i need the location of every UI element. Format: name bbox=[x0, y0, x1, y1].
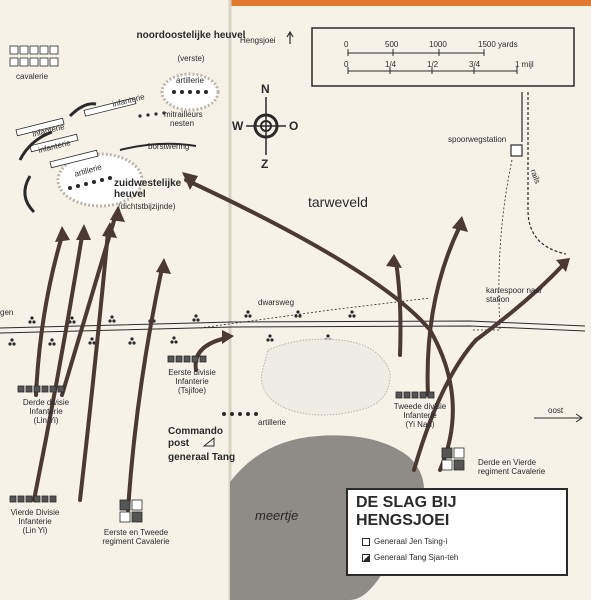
legend-box: DE SLAG BIJ HENGSJOEI Generaal Jen Tsing… bbox=[346, 488, 568, 576]
wood-area bbox=[261, 338, 391, 416]
tree-row bbox=[8, 310, 356, 346]
second-div-label-1: Tweede divisie bbox=[393, 402, 447, 411]
command-post-label-1: Commando bbox=[168, 426, 223, 437]
cavalry-label: cavalerie bbox=[16, 72, 49, 81]
cav34-label-1: Derde en Vierde bbox=[478, 458, 537, 467]
road-left-label: gen bbox=[0, 308, 14, 317]
legend-tang: Generaal Tang Sjan-teh bbox=[374, 553, 459, 562]
second-div-label-2: Infanterie bbox=[403, 411, 437, 420]
cart-track-line bbox=[472, 159, 513, 331]
wheatfield-label: tarweveld bbox=[308, 194, 368, 210]
scale-miles-0: 0 bbox=[344, 60, 349, 69]
legend-tang-swatch bbox=[362, 554, 370, 562]
breastwork-line bbox=[119, 142, 197, 151]
cavalry-squares bbox=[9, 45, 59, 67]
compass-rose-icon bbox=[246, 97, 286, 155]
first-div-label-3: (Tsjifoe) bbox=[177, 386, 206, 395]
ne-hill-label: noordoostelijke heuvel bbox=[136, 30, 246, 41]
fourth-div-label-3: (Lin Yi) bbox=[22, 526, 48, 535]
arrow-heads bbox=[55, 172, 570, 344]
crossroad-north-edge bbox=[0, 320, 586, 329]
legend-jen: Generaal Jen Tsing-i bbox=[374, 537, 448, 546]
infantry-bars bbox=[15, 97, 137, 169]
east-arrow-icon bbox=[534, 413, 583, 423]
fourth-div-label-1: Vierde Divisie bbox=[10, 508, 60, 517]
book-cover-edge bbox=[230, 0, 591, 6]
compass-south: Z bbox=[261, 157, 269, 171]
command-post-label-3: generaal Tang bbox=[168, 452, 236, 463]
compass-east: O bbox=[289, 119, 299, 133]
scale-miles-3: 3/4 bbox=[469, 60, 481, 69]
sw-hill-sub: (dichtstbijzijnde) bbox=[118, 202, 176, 211]
third-div-label-3: (Lin Yi) bbox=[33, 416, 59, 425]
legend-jen-swatch bbox=[362, 538, 370, 546]
compass-north: N bbox=[261, 82, 270, 96]
rail-track bbox=[527, 92, 567, 255]
cav34-label-2: regiment Cavalerie bbox=[478, 467, 546, 476]
first-div-label-1: Eerste divisie bbox=[168, 368, 216, 377]
artillery-stars bbox=[68, 90, 258, 416]
second-div-label-3: (Yi Nan) bbox=[405, 420, 435, 429]
scale-box bbox=[311, 27, 575, 87]
scale-yards-2: 1000 bbox=[429, 40, 447, 49]
lake-label: meertje bbox=[255, 508, 299, 523]
breastwork-label: borstwering bbox=[148, 142, 190, 151]
scale-miles-2: 1/2 bbox=[427, 60, 439, 69]
defence-arrows bbox=[18, 102, 97, 214]
unit-symbols bbox=[9, 355, 465, 523]
mg-nests-label-2: nesten bbox=[170, 119, 195, 128]
cav12-label-2: regiment Cavalerie bbox=[102, 537, 170, 546]
scale-yards-3: 1500 yards bbox=[478, 40, 518, 49]
station-building-icon bbox=[510, 144, 523, 157]
legend-title-1: DE SLAG BIJ bbox=[356, 494, 457, 511]
command-post-icon bbox=[202, 436, 215, 447]
compass-west: W bbox=[232, 119, 244, 133]
attack-arrows bbox=[32, 178, 564, 512]
third-div-label-2: Infanterie bbox=[29, 407, 63, 416]
scale-yards-0: 0 bbox=[344, 40, 349, 49]
east-label: oost bbox=[548, 406, 564, 415]
crossroad-label: dwarsweg bbox=[258, 298, 295, 307]
cart-track-label: karrespoor naar station bbox=[486, 286, 543, 304]
fourth-div-label-2: Infanterie bbox=[18, 517, 52, 526]
ne-hill-sub: (verste) bbox=[177, 54, 205, 63]
command-post-label-2: post bbox=[168, 438, 190, 449]
first-div-label-2: Infanterie bbox=[175, 377, 209, 386]
artillery-s-label: artillerie bbox=[258, 418, 287, 427]
station-label: spoorwegstation bbox=[448, 135, 507, 144]
sw-hill-label: zuidwestelijke heuvel bbox=[114, 178, 182, 200]
artillery-ne-label: artillerie bbox=[176, 76, 205, 85]
north-arrow-icon bbox=[286, 30, 294, 44]
third-div-label-1: Derde divisie bbox=[22, 398, 70, 407]
scale-yards-1: 500 bbox=[385, 40, 399, 49]
north-pointer-label: Hengsjoei bbox=[240, 36, 276, 45]
scale-miles-4: 1 mijl bbox=[515, 60, 534, 69]
legend-title-2: HENGSJOEI bbox=[356, 512, 450, 529]
mg-nests-label-1: mitrailleurs bbox=[164, 110, 203, 119]
cav12-label-1: Eerste en Tweede bbox=[103, 528, 169, 537]
crossroad-south-edge bbox=[0, 325, 586, 334]
scale-miles-1: 1/4 bbox=[385, 60, 397, 69]
